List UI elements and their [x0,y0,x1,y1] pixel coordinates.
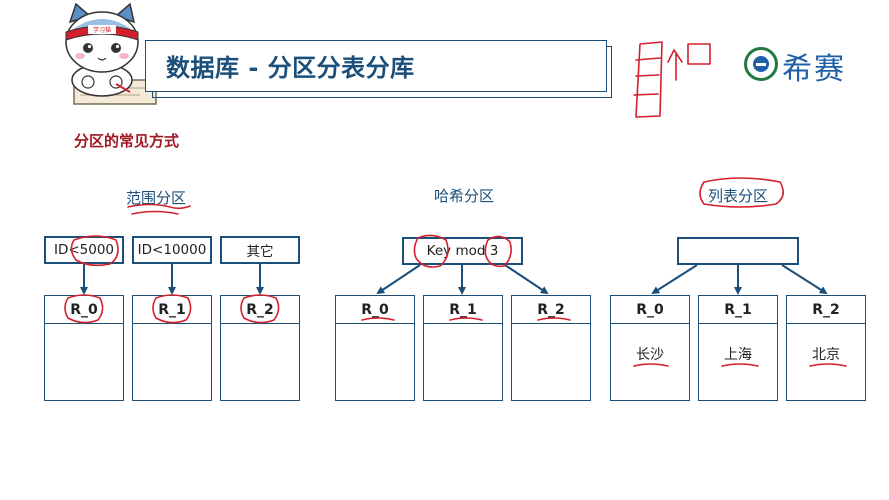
circle-list-title [699,177,784,208]
partition-name: R_2 [221,296,299,324]
list-partition-table-0: R_0 长沙 [610,295,690,401]
range-condition-box-1: ID<10000 [132,236,212,264]
hash-partition-title: 哈希分区 [434,187,495,205]
list-arrow-0 [651,264,698,295]
range-partition-title: 范围分区 [126,189,187,207]
mascot-cat-illustration: 学习猫 [65,2,157,105]
circle-hash-key [413,234,449,268]
underline-hash-partition-0 [361,317,395,321]
circle-range-partition-1 [152,294,192,324]
doodle-table-sketch [633,41,663,118]
partition-value: 北京 [812,347,840,363]
list-arrow-2 [781,264,828,295]
partition-name: R_2 [512,296,590,324]
list-partition-table-1: R_1 上海 [698,295,778,401]
partition-name: R_0 [45,296,123,324]
circle-hash-mod [484,235,512,268]
section-heading: 分区的常见方式 [74,132,180,150]
range-partition-table-1: R_1 [132,295,212,401]
list-condition-box [677,237,799,265]
mascot-badge-text: 学习猫 [93,26,111,34]
partition-name: R_0 [611,296,689,324]
doodle-arrow-sketch [667,49,683,81]
partition-name: R_2 [787,296,865,324]
circle-range-partition-0 [64,294,104,324]
hash-partition-table-1: R_1 [423,295,503,401]
hash-arrow-2 [504,264,549,295]
range-condition-box-2: 其它 [220,236,300,264]
partition-name: R_1 [699,296,777,324]
underline-hash-partition-1 [449,317,483,321]
partition-value: 长沙 [636,347,664,363]
page-title: 数据库 - 分区分表分库 [166,54,415,82]
hash-arrow-0 [376,264,421,295]
brand-logo-icon [744,47,778,81]
circle-range-condition [70,235,119,267]
range-partition-table-0: R_0 [44,295,124,401]
brand-name: 希赛 [782,52,846,87]
partition-value: 上海 [724,347,752,363]
range-partition-table-2: R_2 [220,295,300,401]
underline-list-value-2 [809,363,847,367]
underline-list-value-1 [721,363,759,367]
doodle-box-sketch [687,43,711,65]
partition-name: R_1 [133,296,211,324]
hash-partition-table-0: R_0 [335,295,415,401]
underline-list-value-0 [633,363,669,367]
list-partition-title: 列表分区 [708,187,769,205]
underline-range-title [127,203,191,215]
list-partition-table-2: R_2 北京 [786,295,866,401]
title-banner [145,40,607,92]
partition-name: R_0 [336,296,414,324]
underline-hash-partition-2 [537,317,571,321]
circle-range-partition-2 [240,294,280,324]
hash-partition-table-2: R_2 [511,295,591,401]
partition-name: R_1 [424,296,502,324]
hash-function-box: Key mod 3 [402,237,523,265]
